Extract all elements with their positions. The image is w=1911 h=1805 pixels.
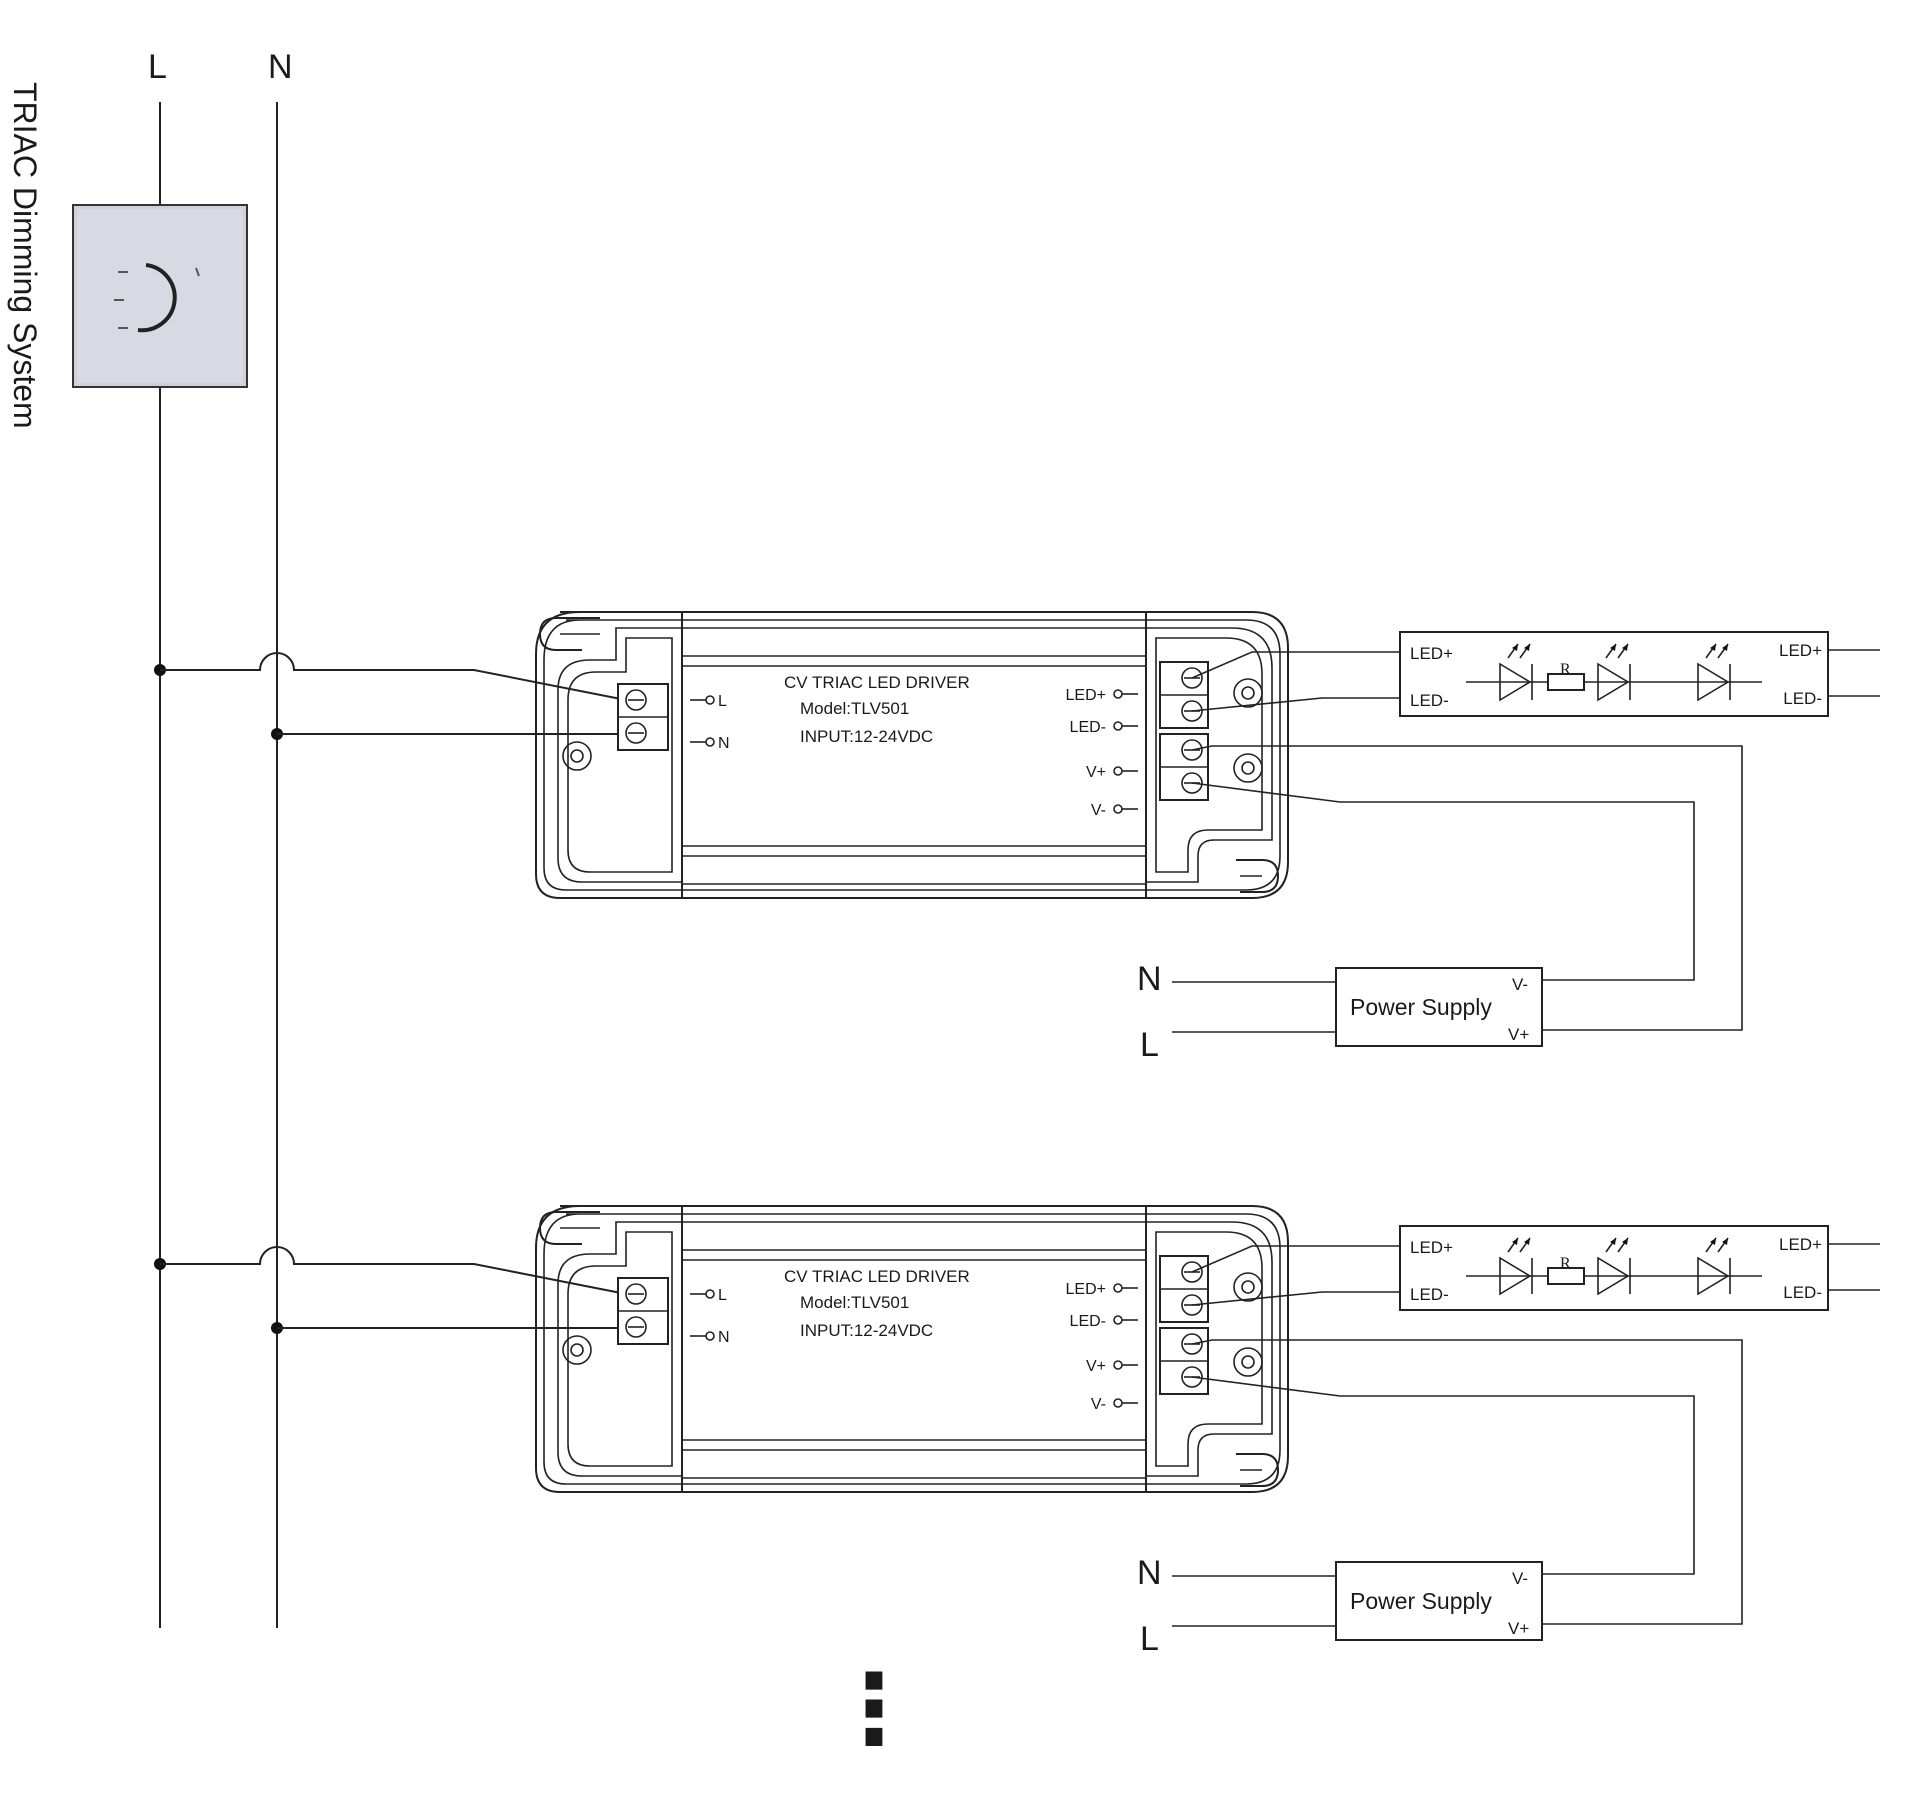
led-strip-1	[1399, 631, 1880, 717]
driver-model: Model:TLV501	[800, 699, 909, 718]
driver-out-led-minus: LED-	[1070, 1313, 1106, 1330]
channel-2: CV TRIAC LED DRIVER Model:TLV501 INPUT:1…	[154, 1205, 1880, 1658]
led-strip-in-minus: LED-	[1410, 691, 1449, 710]
driver-in-l: L	[718, 1287, 727, 1304]
power-supply-out-plus: V+	[1508, 1025, 1529, 1044]
system-title: TRIAC Dimming System	[7, 82, 43, 429]
driver-out-v-minus: V-	[1091, 802, 1106, 819]
power-supply-in-l: L	[1140, 1026, 1159, 1064]
channel-1: CV TRIAC LED DRIVER Model:TLV501 INPUT:1…	[154, 611, 1880, 1064]
svg-text:⋮: ⋮	[826, 1656, 922, 1763]
power-supply-in-n: N	[1137, 960, 1162, 998]
power-supply-in-n: N	[1137, 1554, 1162, 1592]
driver-title: CV TRIAC LED DRIVER	[784, 673, 970, 692]
led-strip-in-plus: LED+	[1410, 1238, 1453, 1257]
driver-out-v-plus: V+	[1086, 764, 1106, 781]
led-strip-in-minus: LED-	[1410, 1285, 1449, 1304]
power-supply-out-minus: V-	[1512, 1569, 1528, 1588]
driver-out-led-plus: LED+	[1066, 1281, 1106, 1298]
led-strip-out-plus: LED+	[1779, 1235, 1822, 1254]
led-strip-resistor: R	[1560, 1255, 1571, 1272]
driver-out-led-minus: LED-	[1070, 719, 1106, 736]
power-supply-2	[1172, 1561, 1543, 1641]
mains-neutral-label: N	[268, 48, 293, 86]
driver-in-n: N	[718, 1329, 730, 1346]
led-strip-resistor: R	[1560, 661, 1571, 678]
power-supply-1	[1172, 967, 1543, 1047]
led-strip-in-plus: LED+	[1410, 644, 1453, 663]
power-supply-in-l: L	[1140, 1620, 1159, 1658]
led-strip-out-minus: LED-	[1783, 689, 1822, 708]
driver-in-n: N	[718, 735, 730, 752]
led-strip-2	[1399, 1225, 1880, 1311]
power-supply-label: Power Supply	[1350, 1588, 1492, 1614]
driver-input: INPUT:12-24VDC	[800, 727, 933, 746]
driver-model: Model:TLV501	[800, 1293, 909, 1312]
power-supply-out-plus: V+	[1508, 1619, 1529, 1638]
driver-out-v-minus: V-	[1091, 1396, 1106, 1413]
driver-unit-1	[535, 611, 1289, 899]
driver-in-l: L	[718, 693, 727, 710]
led-strip-out-plus: LED+	[1779, 641, 1822, 660]
mains-line-label: L	[148, 48, 167, 86]
driver-out-led-plus: LED+	[1066, 687, 1106, 704]
driver-title: CV TRIAC LED DRIVER	[784, 1267, 970, 1286]
dimmer-knob-icon[interactable]	[72, 204, 248, 388]
led-strip-out-minus: LED-	[1783, 1283, 1822, 1302]
driver-out-v-plus: V+	[1086, 1358, 1106, 1375]
driver-unit-2	[535, 1205, 1289, 1493]
driver-input: INPUT:12-24VDC	[800, 1321, 933, 1340]
continuation-ellipsis: ⋮	[826, 1656, 922, 1763]
power-supply-label: Power Supply	[1350, 994, 1492, 1020]
power-supply-out-minus: V-	[1512, 975, 1528, 994]
